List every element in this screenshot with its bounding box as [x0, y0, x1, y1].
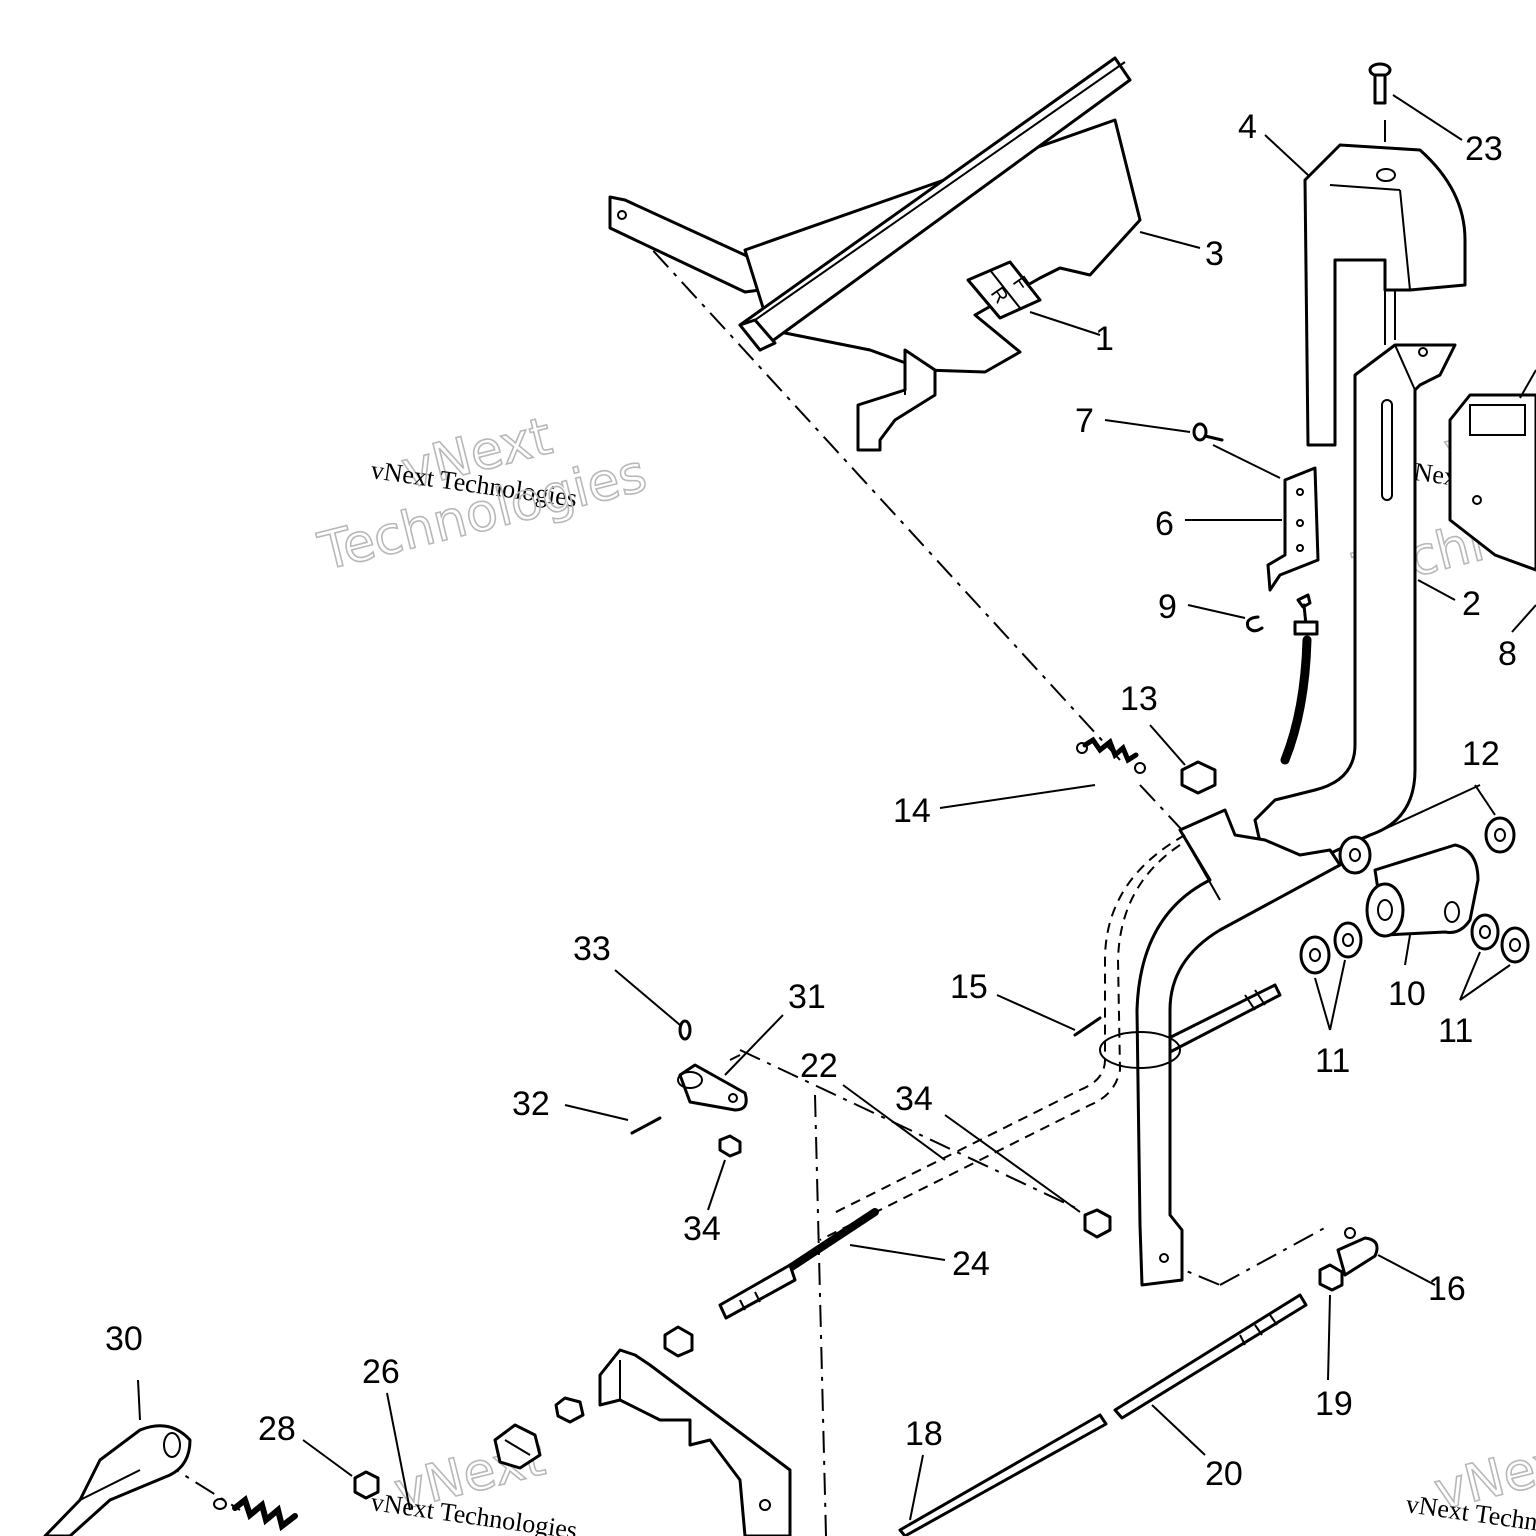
right-bracket-8 — [1448, 393, 1536, 572]
spring-14 — [1076, 736, 1146, 774]
hidden-outline-2 — [819, 844, 1181, 1241]
callout-11-right: 11 — [1438, 1012, 1473, 1050]
washer-11d — [1500, 926, 1530, 964]
cable-24 — [663, 1208, 879, 1358]
direction-decal: F R — [966, 260, 1042, 320]
callout-6: 6 — [1155, 505, 1174, 543]
callout-14: 14 — [893, 792, 931, 830]
callout-22: 22 — [800, 1047, 838, 1085]
nut-19 — [1318, 1263, 1344, 1292]
callout-15: 15 — [950, 968, 988, 1006]
callout-20: 20 — [1205, 1455, 1243, 1493]
washer-11c — [1470, 913, 1500, 951]
callout-34-upper: 34 — [895, 1080, 933, 1118]
pin-32 — [630, 1116, 662, 1135]
callout-34-lower: 34 — [683, 1210, 721, 1248]
callout-4: 4 — [1238, 108, 1257, 146]
bracket-6 — [1266, 466, 1320, 592]
callout-32: 32 — [512, 1085, 550, 1123]
callout-11-left: 11 — [1315, 1042, 1350, 1080]
bellcrank-31 — [677, 1054, 748, 1112]
watermark-upper-left: vNext vNext Technologies Technologies — [312, 406, 653, 584]
bushing-10 — [1365, 843, 1480, 938]
callout-12: 12 — [1462, 735, 1500, 773]
bracket-30 — [43, 1424, 192, 1536]
centerline-vertical-22 — [814, 1094, 827, 1536]
callout-30: 30 — [105, 1320, 143, 1358]
callout-28: 28 — [258, 1410, 296, 1448]
nut-34-upper — [718, 1134, 742, 1158]
callout-10: 10 — [1388, 975, 1426, 1013]
callout-7: 7 — [1075, 402, 1094, 440]
callout-labels: 1 2 3 4 6 7 8 9 10 11 11 12 13 14 15 16 … — [105, 108, 1517, 1493]
rod-20 — [898, 1293, 1308, 1536]
nut-34-lower — [1083, 1208, 1112, 1239]
callout-16: 16 — [1428, 1270, 1466, 1308]
callout-18: 18 — [905, 1415, 943, 1453]
lower-lever-arm — [1099, 808, 1342, 1287]
callout-24: 24 — [952, 1245, 990, 1283]
callout-19: 19 — [1315, 1385, 1353, 1423]
hidden-outline — [829, 834, 1186, 1216]
ball-joint-16 — [1336, 1227, 1379, 1277]
bolt-threaded — [1163, 983, 1282, 1054]
pin-rod — [1280, 593, 1319, 765]
washer-11a — [1333, 921, 1363, 959]
lower-mount-bracket — [493, 1348, 792, 1536]
lever-cap — [1303, 143, 1467, 447]
centerline-rod-to-16 — [1219, 1224, 1331, 1286]
clip-15 — [1073, 1016, 1102, 1037]
callout-3: 3 — [1205, 235, 1224, 273]
callout-2: 2 — [1462, 585, 1481, 623]
callout-13: 13 — [1120, 680, 1158, 718]
nut-13 — [1180, 760, 1217, 795]
callout-33: 33 — [573, 930, 611, 968]
spring-26 — [213, 1494, 298, 1532]
clip-9 — [1246, 615, 1264, 633]
washer-12a — [1338, 835, 1372, 875]
washer-11b — [1299, 935, 1331, 975]
callout-9: 9 — [1158, 588, 1177, 626]
nut-28 — [353, 1470, 380, 1500]
centerline-arm-to-nut — [739, 1049, 1081, 1211]
callout-26: 26 — [362, 1353, 400, 1391]
screw-7 — [1192, 422, 1224, 442]
callout-23: 23 — [1465, 130, 1503, 168]
watermark-bottom-left: vNext vNext Technologies — [369, 1427, 579, 1536]
washer-12b — [1484, 816, 1516, 854]
pedal-plate-assembly: F R — [608, 56, 1142, 452]
leader-lines — [137, 94, 1536, 1521]
screw-23 — [1368, 62, 1392, 105]
centerline-pedal-to-spring — [624, 219, 1121, 761]
watermark-bottom-right: vNext vNext Technologies — [1404, 1427, 1536, 1536]
callout-1: 1 — [1095, 320, 1114, 358]
pin-33 — [678, 1019, 692, 1041]
callout-31: 31 — [788, 978, 826, 1016]
callout-8: 8 — [1498, 635, 1517, 673]
